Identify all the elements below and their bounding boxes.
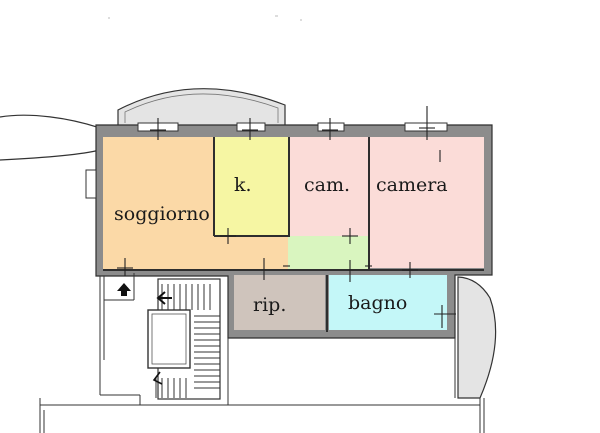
room-cam bbox=[290, 137, 368, 236]
left-balcony-outline bbox=[0, 114, 101, 161]
room-label-kitchen: k. bbox=[234, 174, 252, 196]
room-camera bbox=[370, 137, 484, 268]
fixture-marks bbox=[117, 106, 456, 328]
room-corridor bbox=[288, 236, 370, 269]
top-balcony-inner bbox=[124, 93, 279, 123]
structure-lines bbox=[39, 273, 485, 433]
staircase bbox=[147, 278, 221, 400]
room-label-cam: cam. bbox=[304, 174, 351, 196]
room-soggiorno-extension bbox=[103, 236, 288, 269]
entrance-arrow-icon bbox=[117, 283, 131, 296]
room-kitchen bbox=[215, 137, 288, 236]
top-marks bbox=[108, 15, 302, 21]
room-label-rip: rip. bbox=[253, 294, 287, 316]
room-label-soggiorno: soggiorno bbox=[114, 203, 210, 225]
room-bagno bbox=[329, 275, 447, 330]
partitions bbox=[103, 137, 484, 332]
room-label-bagno: bagno bbox=[348, 292, 408, 314]
room-label-camera: camera bbox=[376, 174, 448, 196]
right-balcony bbox=[457, 276, 497, 399]
room-rip bbox=[234, 275, 325, 330]
